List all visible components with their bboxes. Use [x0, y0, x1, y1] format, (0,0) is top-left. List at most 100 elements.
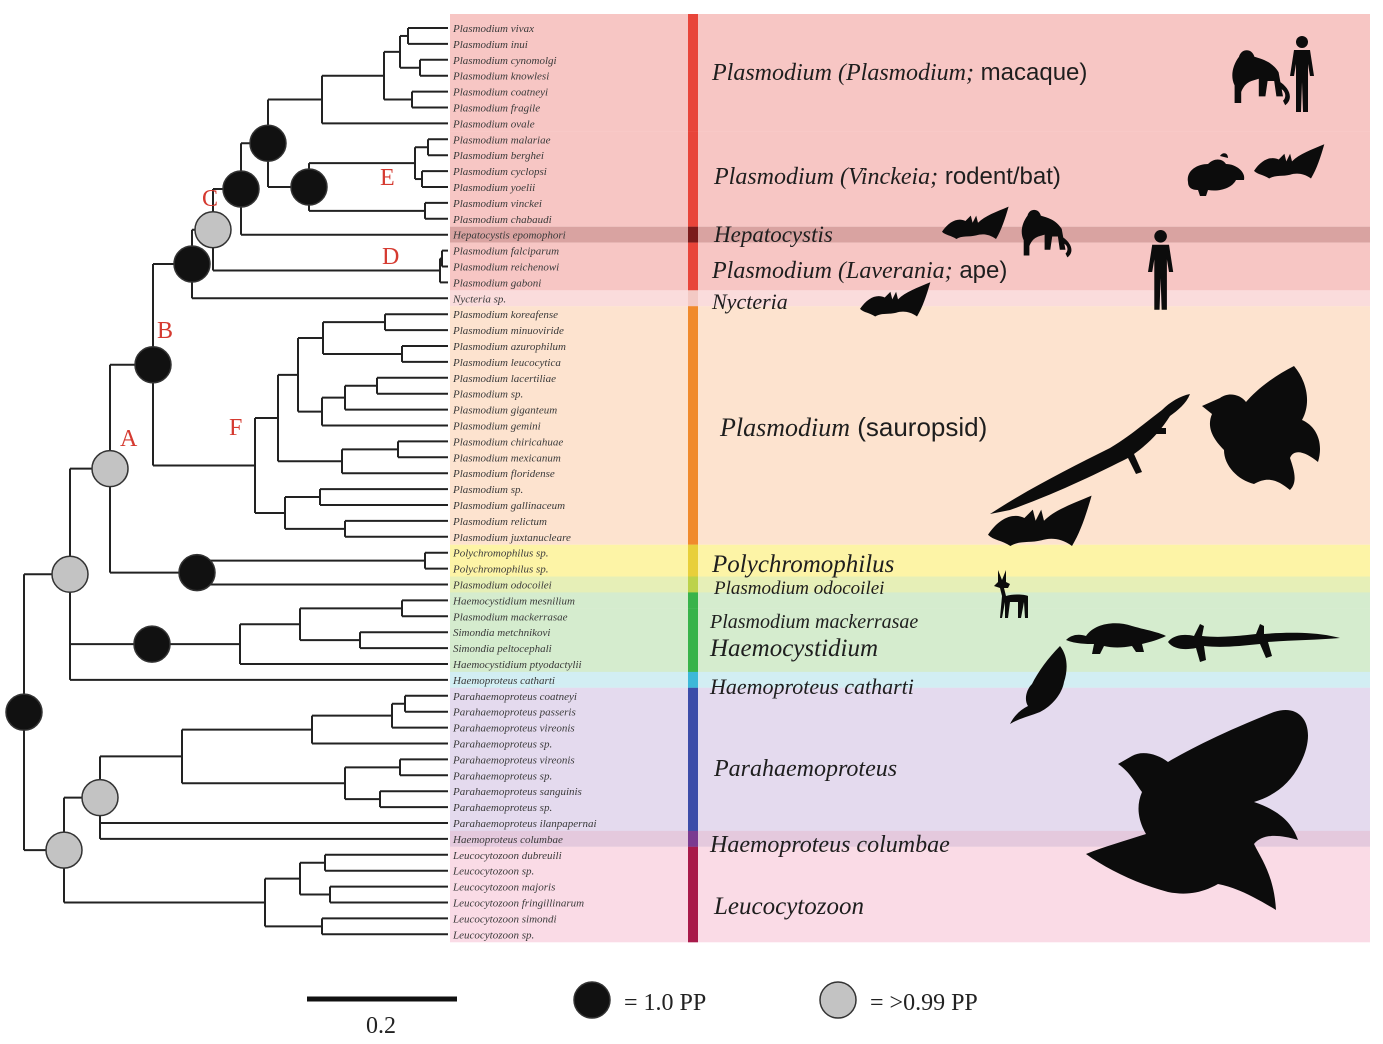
- taxon-label: Haemoproteus columbae: [452, 834, 563, 846]
- taxon-label: Parahaemoproteus passeris: [452, 707, 576, 719]
- taxon-label: Parahaemoproteus ilanpapernai: [452, 818, 597, 830]
- legend-black-label: = 1.0 PP: [624, 990, 706, 1016]
- taxon-label: Plasmodium inui: [452, 39, 528, 51]
- support-node-black: [134, 346, 172, 384]
- taxon-label: Leucocytozoon majoris: [452, 882, 555, 894]
- taxon-label: Plasmodium mackerrasae: [452, 611, 568, 623]
- taxon-label: Parahaemoproteus sp.: [452, 770, 552, 782]
- clade-label-parahaemo: Parahaemoproteus: [713, 756, 897, 782]
- node-label-d: D: [382, 244, 399, 270]
- node-label-b: B: [157, 318, 173, 344]
- taxon-label: Plasmodium reichenowi: [452, 262, 559, 274]
- taxon-label: Parahaemoproteus sp.: [452, 802, 552, 814]
- bat-silhouette-polychromophilus: [988, 495, 1092, 546]
- taxon-label: Plasmodium sp.: [452, 389, 523, 401]
- bird-silhouette-parahaemoproteus: [1086, 709, 1308, 910]
- taxon-label: Plasmodium fragile: [452, 103, 540, 115]
- taxon-label: Plasmodium cyclopsi: [452, 166, 547, 178]
- taxon-label: Nycteria sp.: [452, 293, 506, 305]
- support-node-grey: [45, 831, 83, 869]
- taxon-label: Parahaemoproteus sp.: [452, 739, 552, 751]
- taxon-label: Plasmodium cynomolgi: [452, 55, 557, 67]
- support-node-black: [133, 625, 171, 663]
- taxon-label: Plasmodium odocoilei: [452, 580, 552, 592]
- human-silhouette: [1290, 36, 1314, 112]
- taxon-label: Plasmodium chabaudi: [452, 214, 552, 226]
- clade-label-leuco: Leucocytozoon: [713, 893, 864, 920]
- scale-bar-label: 0.2: [366, 1013, 396, 1039]
- taxon-label: Parahaemoproteus vireonis: [452, 754, 575, 766]
- clade-label-columbae: Haemoproteus columbae: [709, 832, 950, 858]
- clade-bar-macaque: [688, 14, 698, 132]
- taxon-label: Plasmodium giganteum: [452, 405, 557, 417]
- support-node-black: [5, 693, 43, 731]
- taxon-label: Leucocytozoon sp.: [452, 929, 534, 941]
- vulture-silhouette: [1010, 646, 1067, 724]
- support-node-black: [178, 553, 216, 592]
- clade-label-mackerrasae: Plasmodium mackerrasae: [709, 611, 918, 633]
- node-label-c: C: [202, 186, 218, 212]
- taxon-label: Simondia metchnikovi: [453, 627, 550, 639]
- taxon-label: Plasmodium koreafense: [452, 309, 558, 321]
- clade-bar-odocoilei: [688, 576, 698, 593]
- clade-band-polychromo: [450, 544, 1370, 577]
- taxon-label: Leucocytozoon fringillinarum: [452, 898, 584, 910]
- clade-bar-columbae: [688, 830, 698, 847]
- clade-band-catharti: [450, 671, 1370, 688]
- taxon-label: Plasmodium gemini: [452, 421, 541, 433]
- taxon-label: Plasmodium ovale: [452, 118, 535, 130]
- taxon-label: Polychromophilus sp.: [452, 548, 549, 560]
- clade-band-mackerrasae: [450, 592, 1370, 609]
- clade-label-odocoilei: Plasmodium odocoilei: [713, 578, 884, 599]
- taxon-label: Plasmodium lacertiliae: [452, 373, 556, 385]
- taxon-label: Haemocystidium ptyodactylii: [452, 659, 582, 671]
- taxon-label: Parahaemoproteus sanguinis: [452, 786, 582, 798]
- legend-black-node-icon: [573, 981, 611, 1019]
- ape-silhouette: [1148, 230, 1174, 310]
- taxon-label: Plasmodium sp.: [452, 484, 523, 496]
- taxon-label: Parahaemoproteus vireonis: [452, 723, 575, 735]
- clade-label-rodent: Plasmodium (Vinckeia; rodent/bat): [713, 163, 1061, 190]
- taxon-label: Plasmodium malariae: [452, 134, 551, 146]
- bat-silhouette-hepatocystis: [942, 206, 1009, 239]
- taxon-label: Haemocystidium mesnilium: [452, 595, 575, 607]
- taxon-label: Plasmodium berghei: [452, 150, 544, 162]
- taxon-label: Leucocytozoon dubreuili: [452, 850, 562, 862]
- clade-bar-haemocystidium: [688, 608, 698, 672]
- taxon-label: Plasmodium floridense: [452, 468, 555, 480]
- clade-label-haemocystidium: Haemocystidium: [709, 635, 878, 662]
- taxon-label: Plasmodium vinckei: [452, 198, 542, 210]
- clade-bar-laverania: [688, 242, 698, 291]
- taxon-label: Plasmodium yoelii: [452, 182, 535, 194]
- taxon-label: Polychromophilus sp.: [452, 564, 549, 576]
- support-node-grey: [91, 449, 129, 488]
- clade-bar-nycteria: [688, 290, 698, 307]
- clade-label-macaque: Plasmodium (Plasmodium; macaque): [711, 59, 1087, 86]
- taxon-label: Simondia peltocephali: [453, 643, 552, 655]
- node-label-f: F: [229, 415, 242, 441]
- legend-grey-node-icon: [819, 981, 857, 1019]
- taxon-label: Plasmodium knowlesi: [452, 71, 549, 83]
- taxon-label: Plasmodium vivax: [452, 23, 534, 35]
- deer-silhouette: [994, 570, 1028, 618]
- support-node-grey: [51, 555, 89, 594]
- legend: 0.2 = 1.0 PP = >0.99 PP: [307, 981, 978, 1039]
- tree-branches: [23, 27, 448, 936]
- clade-band-odocoilei: [450, 576, 1370, 593]
- taxon-label: Plasmodium juxtanucleare: [452, 532, 571, 544]
- clade-bar-polychromo: [688, 544, 698, 577]
- clade-bar-mackerrasae: [688, 592, 698, 609]
- clade-bar-hepato: [688, 226, 698, 243]
- clade-bar-rodent: [688, 131, 698, 227]
- taxon-label: Plasmodium chiricahuae: [452, 436, 563, 448]
- bat-silhouette-nycteria: [860, 282, 931, 317]
- host-silhouettes: [860, 36, 1340, 910]
- node-label-a: A: [120, 426, 138, 452]
- clade-band-hepato: [450, 226, 1370, 243]
- monkey-silhouette-hepatocystis: [1021, 209, 1072, 258]
- clade-label-sauropsid: Plasmodium (sauropsid): [719, 412, 987, 442]
- clade-bar-catharti: [688, 671, 698, 688]
